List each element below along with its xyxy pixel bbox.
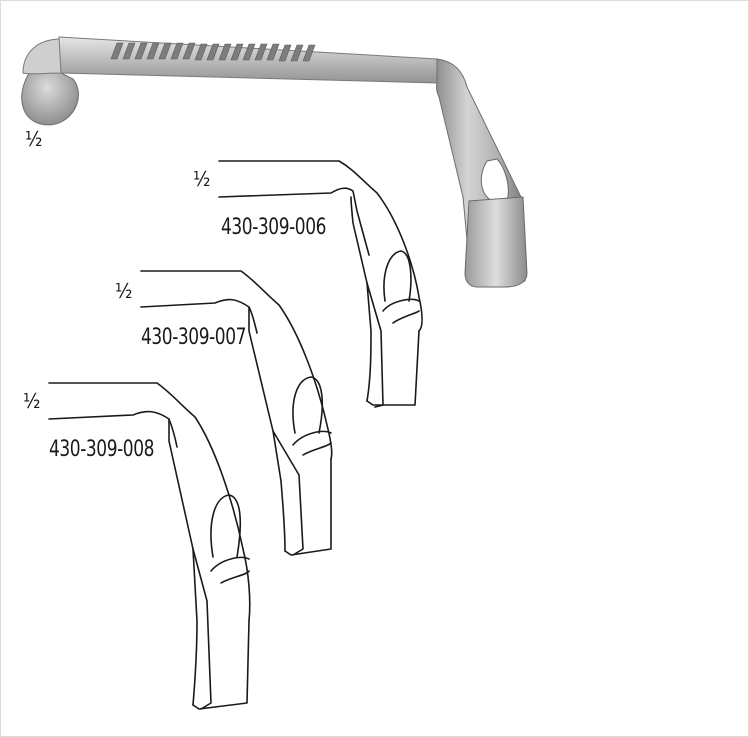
variant-007-code-label: 430-309-007: [141, 325, 247, 350]
photo-scale-label: ½: [25, 127, 43, 151]
variant-drawing-006: [218, 160, 423, 408]
retractor-hook: [21, 62, 79, 126]
retractor-photo: [21, 36, 528, 288]
retractor-curl: [22, 38, 62, 75]
variant-006-scale-label: ½: [193, 167, 211, 191]
variant-007-scale-label: ½: [115, 279, 133, 303]
retractor-lip: [464, 196, 528, 288]
variant-008-scale-label: ½: [23, 389, 41, 413]
variant-drawing-008: [48, 382, 251, 710]
variant-006-code-label: 430-309-006: [221, 215, 327, 240]
retractor-serrations: [110, 42, 316, 62]
variant-drawing-007: [140, 270, 333, 556]
variant-008-code-label: 430-309-008: [49, 437, 155, 462]
